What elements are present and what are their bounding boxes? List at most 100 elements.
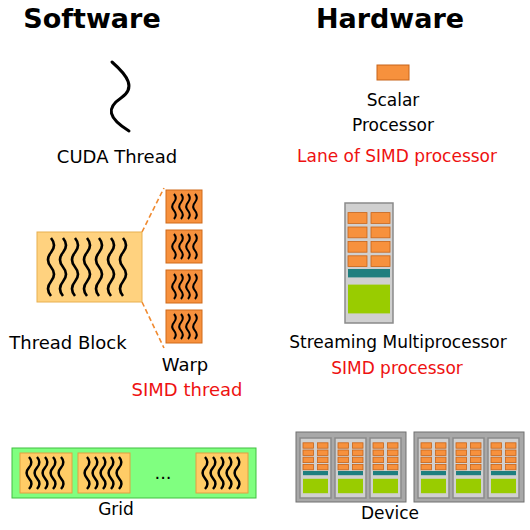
grid-block: [78, 453, 130, 493]
dashed-leader: [142, 188, 164, 348]
thread-squiggle: [211, 457, 216, 489]
green-memory: [491, 479, 516, 493]
thread-squiggle: [93, 457, 98, 489]
cuda-thread-squiggle: [111, 62, 129, 131]
core-box: [421, 464, 432, 469]
streaming-multiprocessor-art: [345, 203, 393, 323]
thread-squiggle: [43, 457, 48, 489]
core-box: [303, 464, 314, 469]
core-box: [491, 464, 502, 469]
node-label: Scalar Processor: [338, 88, 448, 138]
core-box: [303, 457, 314, 462]
scalar-processor-art: [377, 65, 409, 80]
warp-box: [166, 190, 202, 223]
core-box: [456, 464, 467, 469]
core-box: [353, 443, 364, 448]
thread-squiggle: [51, 457, 56, 489]
core-box: [388, 443, 399, 448]
thread-squiggle: [193, 314, 197, 339]
thread-block: Thread Block: [37, 232, 142, 302]
warp-box: [166, 270, 202, 303]
core-box: [318, 464, 329, 469]
thread-squiggle: [96, 238, 102, 296]
core-box: [373, 450, 384, 455]
core-box: [371, 256, 390, 267]
core-box: [491, 450, 502, 455]
thread-squiggle: [193, 274, 197, 299]
core-box: [353, 457, 364, 462]
core-box: [506, 464, 517, 469]
node-label: Device: [361, 502, 419, 524]
thread-squiggle: [219, 457, 224, 489]
core-box: [353, 450, 364, 455]
teal-bar: [456, 471, 481, 475]
core-box: [388, 450, 399, 455]
node-label: Grid: [98, 498, 134, 520]
green-memory: [456, 479, 481, 493]
core-box: [371, 227, 390, 238]
thread-squiggle: [186, 274, 190, 299]
sm-body: [418, 438, 449, 498]
thread-squiggle: [109, 457, 114, 489]
ellipsis: ...: [154, 461, 171, 484]
node-label: Streaming Multiprocessor: [289, 331, 506, 353]
grid-box: Grid: [12, 448, 256, 498]
sm-body: [345, 203, 393, 323]
core-box: [338, 457, 349, 462]
core-box: [421, 457, 432, 462]
core-box: [471, 450, 482, 455]
thread-squiggle: [27, 457, 32, 489]
core-box: [338, 443, 349, 448]
green-memory: [338, 479, 363, 493]
scalar-processor: Scalar ProcessorLane of SIMD processor: [377, 65, 409, 80]
thread-squiggle: [172, 194, 176, 219]
thread-squiggle: [186, 314, 190, 339]
thread-squiggle: [172, 274, 176, 299]
node-sublabel: SIMD processor: [331, 357, 463, 379]
thread-squiggle: [203, 457, 208, 489]
teal-bar: [303, 471, 328, 475]
core-box: [471, 443, 482, 448]
core-box: [506, 443, 517, 448]
thread-block-art: [37, 232, 142, 302]
green-memory: [373, 479, 398, 493]
core-box: [421, 443, 432, 448]
thread-label: CUDA Thread: [57, 145, 177, 168]
teal-bar: [338, 471, 363, 475]
thread-squiggle: [179, 314, 183, 339]
core-box: [353, 464, 364, 469]
core-box: [318, 450, 329, 455]
thread-squiggle: [120, 238, 126, 296]
sm-body: [370, 438, 401, 498]
thread-squiggle: [193, 234, 197, 259]
core-box: [373, 457, 384, 462]
thread-squiggle: [193, 194, 197, 219]
green-memory: [303, 479, 328, 493]
teal-bar: [373, 471, 398, 475]
thread-squiggle: [59, 457, 64, 489]
node-sublabel: Lane of SIMD processor: [297, 145, 497, 167]
grid-box-art: [12, 448, 256, 498]
core-box: [348, 241, 367, 252]
sm-body: [453, 438, 484, 498]
sm-body: [300, 438, 331, 498]
core-box: [506, 457, 517, 462]
node-sublabel: SIMD thread: [132, 378, 243, 401]
core-box: [436, 457, 447, 462]
sm-body: [488, 438, 519, 498]
core-box: [371, 241, 390, 252]
thread-squiggle: [117, 457, 122, 489]
thread-squiggle: [84, 238, 90, 296]
core-box: [303, 443, 314, 448]
core-box: [491, 457, 502, 462]
thread-squiggle: [179, 274, 183, 299]
core-box: [318, 443, 329, 448]
grid-block: [196, 453, 248, 493]
core-box: [456, 450, 467, 455]
thread-squiggle: [186, 234, 190, 259]
green-memory: [348, 285, 390, 314]
warp-group-art: [165, 188, 203, 348]
column-heading: Software: [23, 2, 160, 36]
core-box: [348, 256, 367, 267]
core-box: [506, 450, 517, 455]
